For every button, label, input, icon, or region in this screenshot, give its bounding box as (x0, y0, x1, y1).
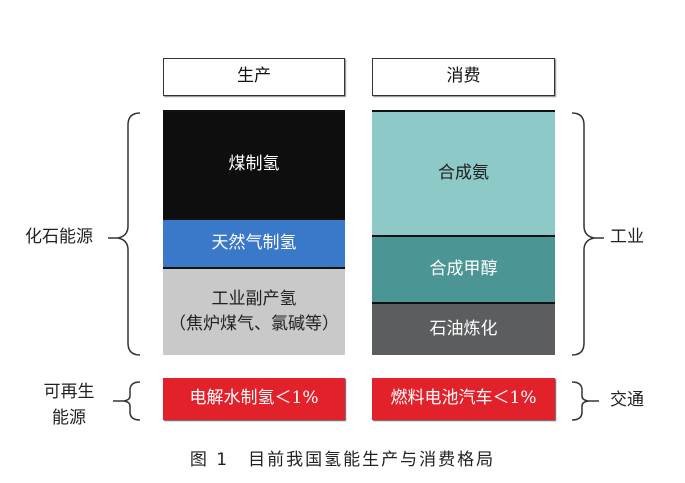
label-renewable-energy: 可再生 能源 (33, 380, 105, 431)
block-label: 燃料电池汽车＜1% (390, 388, 537, 409)
block-sublabel: （焦炉煤气、氯碱等） (169, 314, 339, 334)
header-production: 生产 (163, 58, 345, 96)
right-brace-industry (571, 112, 595, 356)
block-label: 煤制氢 (228, 154, 280, 175)
block-industrial-byproduct-hydrogen: 工业副产氢 （焦炉煤气、氯碱等） (163, 267, 345, 355)
block-label: 合成氨 (438, 162, 489, 183)
figure-caption: 图 1 目前我国氢能生产与消费格局 (189, 450, 496, 470)
label-industry: 工业 (610, 227, 644, 247)
block-label: 电解水制氢＜1% (189, 388, 319, 409)
label-renewable-line1: 可再生 (43, 382, 95, 402)
block-natural-gas-hydrogen: 天然气制氢 (163, 218, 345, 267)
label-fossil-energy: 化石能源 (25, 227, 93, 247)
header-production-label: 生产 (237, 66, 271, 87)
block-label: 工业副产氢 (211, 288, 297, 309)
label-renewable-line2: 能源 (52, 407, 86, 428)
block-fuel-cell-vehicle: 燃料电池汽车＜1% (372, 378, 555, 420)
header-consumption-label: 消费 (446, 66, 481, 87)
label-transport: 交通 (610, 390, 644, 410)
right-brace-transport (571, 381, 589, 421)
block-label: 天然气制氢 (211, 232, 297, 253)
block-petroleum-refining: 石油炼化 (372, 302, 555, 355)
header-consumption: 消费 (372, 58, 555, 96)
block-label: 石油炼化 (429, 318, 498, 339)
block-label: 合成甲醇 (429, 258, 498, 279)
block-synthetic-ammonia: 合成氨 (372, 110, 555, 235)
block-electrolysis-hydrogen: 电解水制氢＜1% (163, 378, 345, 420)
left-brace-renewable (123, 381, 141, 421)
left-brace-fossil (117, 112, 141, 356)
block-synthetic-methanol: 合成甲醇 (372, 235, 555, 302)
block-coal-hydrogen: 煤制氢 (163, 110, 345, 218)
